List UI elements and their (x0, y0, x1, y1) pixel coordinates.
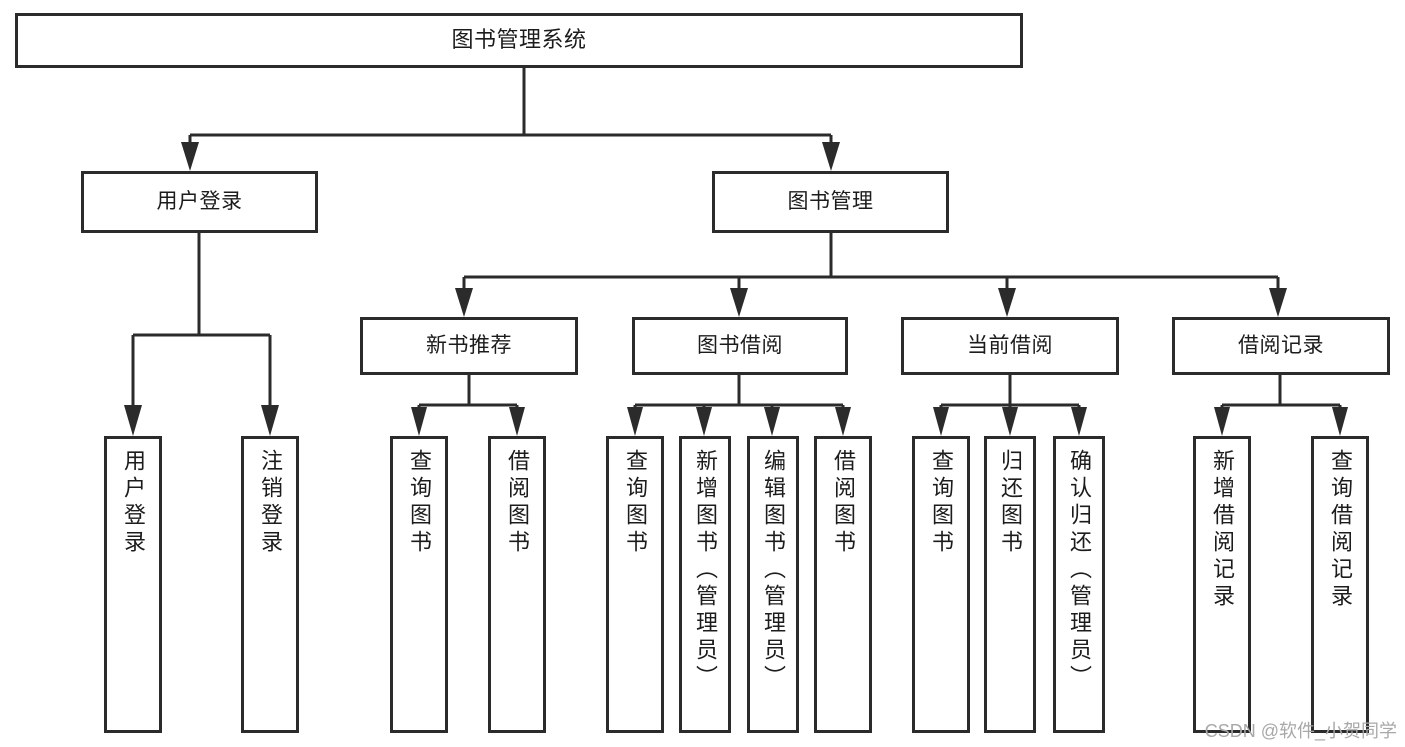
node-leaf-query-book-2-label: 查询图书 (623, 449, 648, 557)
node-leaf-add-record[interactable]: 新增借阅记录 (1193, 436, 1251, 733)
node-leaf-add-record-label: 新增借阅记录 (1210, 449, 1235, 611)
node-leaf-borrow-book-2[interactable]: 借阅图书 (814, 436, 872, 733)
arrow-head-leaf-query-book-1 (411, 407, 427, 436)
node-book-management[interactable]: 图书管理 (712, 171, 949, 233)
csdn-watermark: CSDN @软件_小贺同学 (1204, 721, 1397, 741)
node-new-book-recommend-label: 新书推荐 (426, 334, 512, 358)
arrow-head-leaf-logout-login (261, 405, 279, 436)
node-borrow-record[interactable]: 借阅记录 (1172, 317, 1390, 375)
arrow-head-book-borrow (730, 288, 748, 317)
arrow-head-leaf-query-record (1332, 407, 1348, 436)
arrow-head-leaf-add-record (1214, 407, 1230, 436)
node-user-login-label: 用户登录 (156, 190, 243, 214)
arrow-head-new-book-recommend (455, 288, 473, 317)
node-leaf-return-book-label: 归还图书 (998, 449, 1023, 557)
arrow-head-leaf-query-book-3 (933, 407, 949, 436)
node-leaf-query-book-1-label: 查询图书 (407, 449, 432, 557)
node-leaf-query-book-3-label: 查询图书 (929, 449, 954, 557)
node-leaf-borrow-book-1[interactable]: 借阅图书 (488, 436, 546, 733)
node-leaf-query-book-1[interactable]: 查询图书 (390, 436, 448, 733)
arrow-head-leaf-add-book (696, 407, 712, 436)
node-leaf-query-book-3[interactable]: 查询图书 (912, 436, 970, 733)
node-leaf-add-book[interactable]: 新增图书（管理员） (679, 436, 731, 733)
node-root-system[interactable]: 图书管理系统 (15, 13, 1023, 68)
arrow-head-leaf-confirm-return (1071, 407, 1087, 436)
node-leaf-query-record-label: 查询借阅记录 (1328, 449, 1353, 611)
node-book-borrow-label: 图书借阅 (697, 334, 783, 358)
node-leaf-query-book-2[interactable]: 查询图书 (606, 436, 664, 733)
node-leaf-edit-book-label: 编辑图书（管理员） (761, 449, 786, 692)
node-current-borrow[interactable]: 当前借阅 (901, 317, 1119, 375)
node-leaf-borrow-book-2-label: 借阅图书 (831, 449, 856, 557)
node-leaf-logout-login[interactable]: 注销登录 (241, 436, 299, 733)
node-leaf-user-login-label: 用户登录 (121, 449, 146, 557)
node-book-borrow[interactable]: 图书借阅 (632, 317, 848, 375)
node-leaf-borrow-book-1-label: 借阅图书 (505, 449, 530, 557)
node-leaf-return-book[interactable]: 归还图书 (984, 436, 1036, 733)
node-leaf-confirm-return-label: 确认归还（管理员） (1067, 449, 1092, 692)
arrow-head-borrow-record (1269, 288, 1287, 317)
arrow-head-user-login (181, 142, 199, 171)
node-root-system-label: 图书管理系统 (451, 27, 587, 53)
node-leaf-user-login[interactable]: 用户登录 (104, 436, 162, 733)
node-borrow-record-label: 借阅记录 (1238, 334, 1324, 358)
arrow-head-book-management (822, 142, 840, 171)
arrow-head-leaf-borrow-book-1 (509, 407, 525, 436)
node-leaf-logout-login-label: 注销登录 (258, 449, 283, 557)
node-leaf-confirm-return[interactable]: 确认归还（管理员） (1053, 436, 1105, 733)
node-leaf-query-record[interactable]: 查询借阅记录 (1311, 436, 1369, 733)
arrow-head-current-borrow (998, 288, 1016, 317)
node-book-management-label: 图书管理 (787, 190, 874, 214)
arrow-head-leaf-edit-book (764, 407, 780, 436)
node-leaf-edit-book[interactable]: 编辑图书（管理员） (747, 436, 799, 733)
arrow-head-leaf-borrow-book-2 (835, 407, 851, 436)
node-leaf-add-book-label: 新增图书（管理员） (693, 449, 718, 692)
arrow-head-leaf-query-book-2 (627, 407, 643, 436)
node-current-borrow-label: 当前借阅 (967, 334, 1053, 358)
arrow-head-leaf-return-book (1002, 407, 1018, 436)
node-user-login[interactable]: 用户登录 (81, 171, 318, 233)
node-new-book-recommend[interactable]: 新书推荐 (360, 317, 578, 375)
arrow-head-leaf-user-login (124, 405, 142, 436)
